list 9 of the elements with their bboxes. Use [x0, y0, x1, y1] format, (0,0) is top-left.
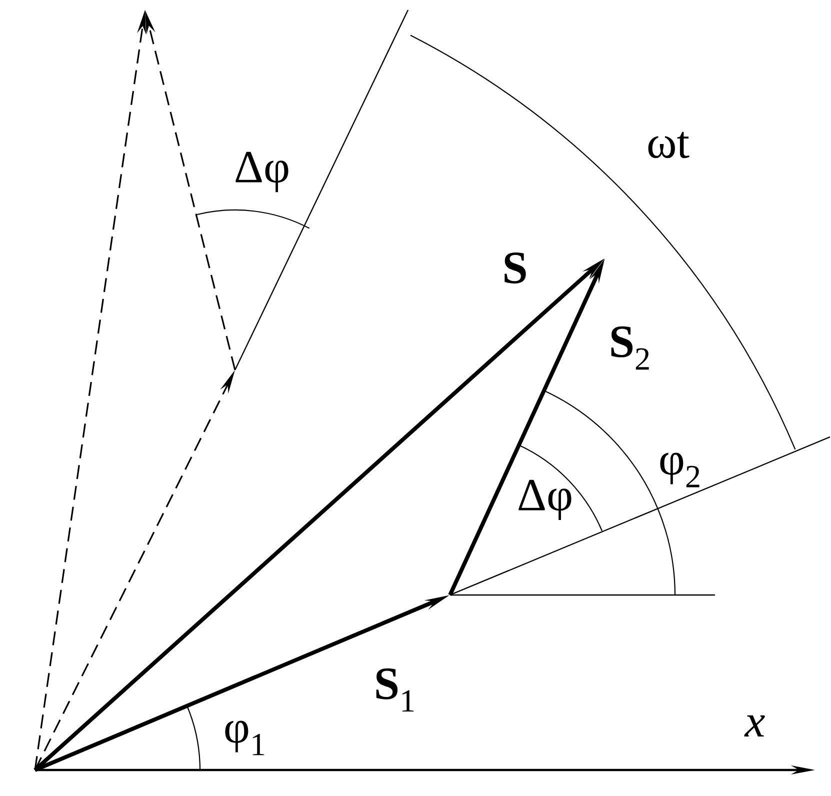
angle-label: φ$_{2}$	[660, 452, 700, 488]
angle-label: S$_{1}$	[376, 668, 414, 712]
angle-label: S	[504, 252, 526, 284]
angle-label: ωt	[648, 132, 690, 158]
angle-label: Δφ	[518, 480, 572, 520]
angle-label: φ$_{1}$	[225, 720, 264, 756]
angle-label: Δφ	[236, 152, 288, 192]
angle-label: x	[744, 715, 765, 737]
angle-label: S$_{2}$	[611, 326, 649, 370]
